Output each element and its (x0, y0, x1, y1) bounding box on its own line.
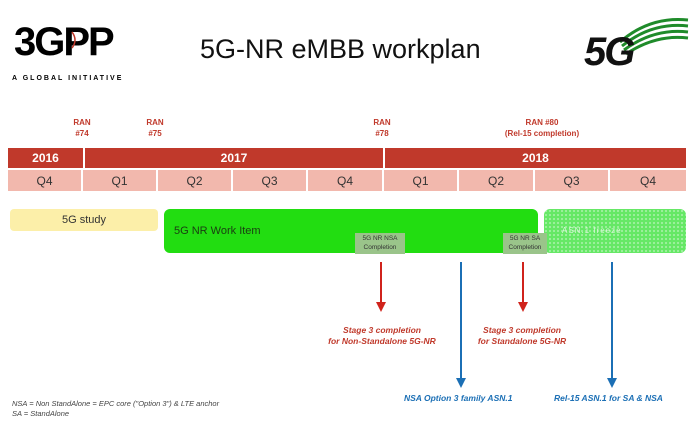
ran-74-label: RAN #74 (62, 117, 102, 139)
year-divider (383, 148, 385, 168)
3gpp-logo-mark: 3GPP (14, 20, 115, 64)
quarter-cell: Q3 (233, 170, 308, 191)
nsa-stage3-label: Stage 3 completion for Non-Standalone 5G… (322, 325, 442, 347)
sa-stage3-line1: Stage 3 completion (483, 325, 561, 335)
sa-stage3-arrow (518, 262, 528, 312)
quarter-cell: Q2 (459, 170, 535, 191)
sa-stage3-label: Stage 3 completion for Standalone 5G-NR (470, 325, 574, 347)
3gpp-logo: 3GPP A GLOBAL INITIATIVE (10, 18, 130, 88)
sa-milestone-line2: Completion (508, 244, 542, 251)
late-drop-label: ASN.1 freeze (562, 226, 622, 235)
footnote-nsa: NSA = Non StandAlone = EPC core ("Option… (12, 399, 220, 408)
ran-75-line2: #75 (148, 129, 162, 138)
ran-78-line2: #78 (375, 129, 389, 138)
5g-logo: 5G (580, 8, 690, 78)
late-drop-bar (544, 209, 686, 253)
ran-78-label: RAN #78 (362, 117, 402, 139)
ran-78-line1: RAN (373, 118, 391, 127)
quarter-cell: Q2 (158, 170, 233, 191)
year-2017: 2017 (220, 151, 248, 165)
year-2018: 2018 (522, 151, 549, 165)
quarter-cell: Q4 (308, 170, 384, 191)
5g-swoosh-icon (619, 17, 689, 56)
quarter-cell: Q1 (384, 170, 459, 191)
page-title: 5G-NR eMBB workplan (200, 34, 481, 64)
ran-74-line2: #74 (75, 129, 89, 138)
3gpp-tagline: A GLOBAL INITIATIVE (12, 75, 124, 82)
nsa-stage3-arrow (376, 262, 386, 312)
year-row: 2016 2017 2018 (8, 148, 686, 168)
nsa-completion-milestone: 5G NR NSA Completion (355, 233, 405, 254)
ran-74-line1: RAN (73, 118, 91, 127)
nsa-asn1-label: NSA Option 3 family ASN.1 (404, 393, 513, 403)
quarter-cell: Q4 (610, 170, 686, 191)
rel15-asn1-arrow (607, 262, 617, 388)
sa-stage3-line2: for Standalone 5G-NR (477, 336, 567, 346)
work-item-bar (164, 209, 538, 253)
sa-completion-milestone: 5G NR SA Completion (503, 233, 547, 254)
footnote-sa: SA = StandAlone (12, 409, 70, 418)
rel15-asn1-label: Rel-15 ASN.1 for SA & NSA (554, 393, 663, 403)
nsa-stage3-line1: Stage 3 completion (343, 325, 421, 335)
5g-logo-text: 5G (584, 30, 635, 74)
ran-80-line2: (Rel-15 completion) (504, 129, 580, 138)
signal-waves-icon (71, 31, 76, 49)
nsa-milestone-line2: Completion (363, 244, 397, 251)
5g-study-bar: 5G study (10, 209, 158, 231)
year-divider (83, 148, 85, 168)
year-2016: 2016 (32, 151, 59, 165)
quarter-cell: Q3 (535, 170, 610, 191)
ran-75-label: RAN #75 (135, 117, 175, 139)
ran-80-line1: RAN #80 (525, 118, 559, 127)
sa-milestone-line1: 5G NR SA (509, 235, 541, 242)
work-item-label: 5G NR Work Item (174, 225, 261, 237)
ran-80-label: RAN #80 (Rel-15 completion) (482, 117, 602, 139)
ran-75-line1: RAN (146, 118, 164, 127)
quarter-cell: Q1 (83, 170, 158, 191)
nsa-milestone-line1: 5G NR NSA (362, 235, 398, 242)
nsa-asn1-arrow (456, 262, 466, 388)
quarter-cell: Q4 (8, 170, 83, 191)
nsa-stage3-line2: for Non-Standalone 5G-NR (328, 336, 436, 346)
